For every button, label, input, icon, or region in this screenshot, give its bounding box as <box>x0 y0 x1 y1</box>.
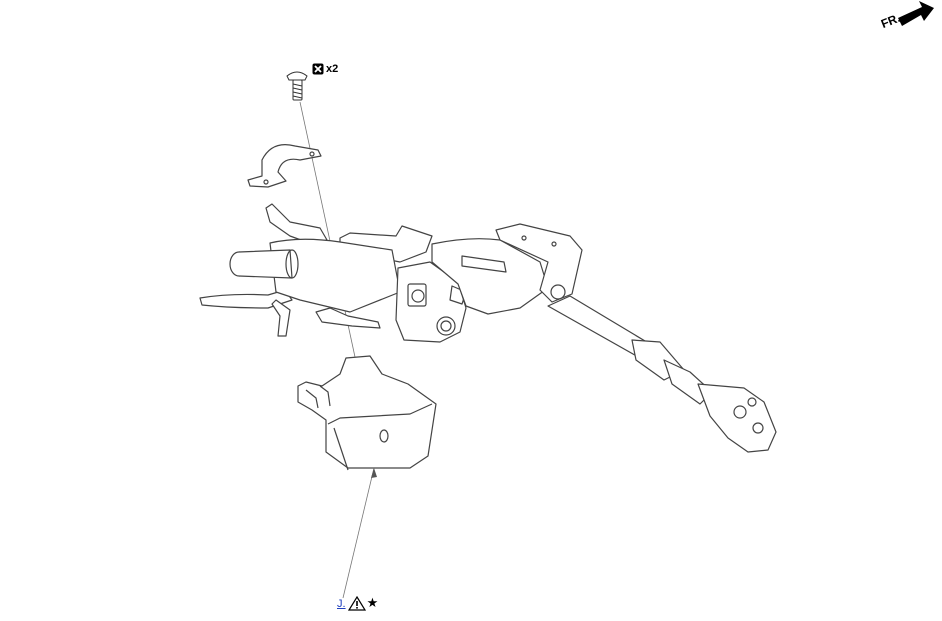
clamp-bracket <box>247 144 322 188</box>
bolt-quantity: x2 <box>312 63 338 75</box>
bolt-icon <box>286 71 308 101</box>
star-icon: ★ <box>366 596 379 611</box>
part-callout: J. ★ <box>337 596 378 611</box>
replace-part-icon <box>312 63 324 75</box>
leader-arrowhead <box>371 468 377 478</box>
callout-link[interactable]: J. <box>337 597 346 610</box>
leader-line-callout <box>342 467 375 599</box>
bolt-quantity-label: x2 <box>326 63 339 75</box>
front-direction-arrow-icon <box>898 1 934 26</box>
caution-triangle-icon <box>347 596 366 611</box>
column-cover <box>297 355 437 471</box>
steering-column <box>199 203 777 453</box>
